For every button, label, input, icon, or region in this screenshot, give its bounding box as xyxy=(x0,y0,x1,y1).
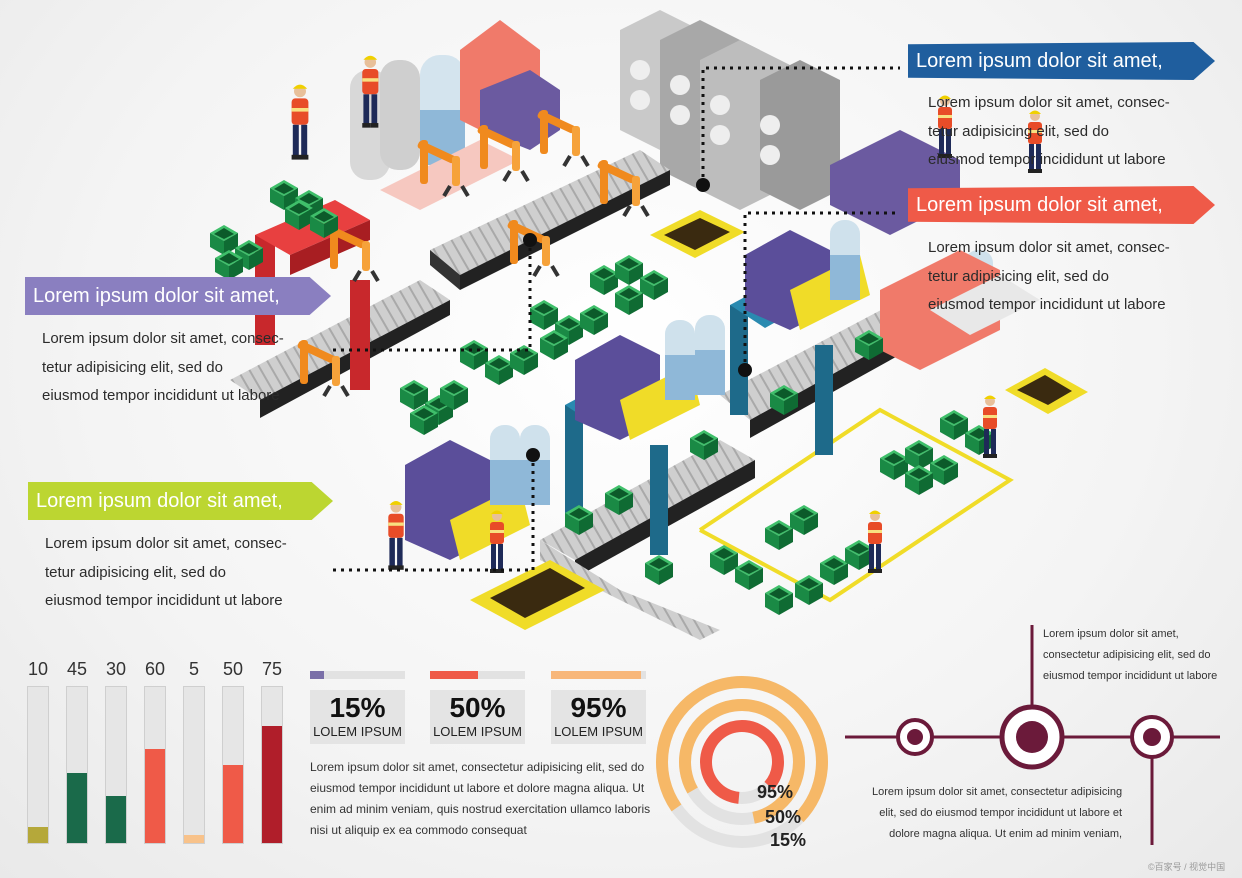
callout-line: Lorem ipsum dolor sit amet, consec- xyxy=(928,94,1170,111)
bar-value-label: 75 xyxy=(261,659,283,679)
bar-track xyxy=(183,686,205,844)
bar-fill xyxy=(67,772,87,843)
stat-label: LOLEM IPSUM xyxy=(433,724,522,739)
bar-track xyxy=(27,686,49,844)
callout-low-left-title: Lorem ipsum dolor sit amet, xyxy=(36,490,283,512)
bar-fill xyxy=(145,749,165,843)
bar-value-label: 45 xyxy=(66,659,88,679)
stats-line: nisi ut aliquip ex ea commodo consequat xyxy=(310,823,527,837)
bar-value-label: 50 xyxy=(222,659,244,679)
bar-fill xyxy=(28,827,48,843)
stats-line: enim ad minim veniam, quis nostrud exerc… xyxy=(310,802,651,816)
timeline-line: consectetur adipisicing elit, sed do xyxy=(1043,649,1211,661)
callout-mid-right-body: Lorem ipsum dolor sit amet, consec- tetu… xyxy=(928,234,1170,320)
timeline-top-text: Lorem ipsum dolor sit amet, consectetur … xyxy=(1043,624,1217,687)
ring-arc xyxy=(656,676,828,848)
timeline-line: dolore magna aliqua. Ut enim ad minim ve… xyxy=(889,828,1123,840)
timeline-line: eiusmod tempor incididunt ut labore xyxy=(1043,670,1218,682)
callout-line: tetur adipisicing elit, sed do xyxy=(45,563,226,581)
callout-top-right-body: Lorem ipsum dolor sit amet, consec- tetu… xyxy=(928,89,1170,175)
callout-mid-left-body: Lorem ipsum dolor sit amet, consec- tetu… xyxy=(42,325,284,411)
timeline-bottom-text: Lorem ipsum dolor sit amet, consectetur … xyxy=(872,782,1122,845)
bar-fill xyxy=(106,796,126,843)
bar-value-label: 30 xyxy=(105,659,127,679)
bar-track xyxy=(105,686,127,844)
stats-line: eiusmod tempor incididunt ut labore et d… xyxy=(310,781,645,795)
bar-value-label: 60 xyxy=(144,659,166,679)
stats-paragraph: Lorem ipsum dolor sit amet, consectetur … xyxy=(310,757,650,841)
ring-label-95: 95% xyxy=(757,782,794,802)
stats-line: Lorem ipsum dolor sit amet, consectetur … xyxy=(310,760,645,774)
callout-line: Lorem ipsum dolor sit amet, consec- xyxy=(45,535,287,552)
callout-mid-right-banner: Lorem ipsum dolor sit amet, xyxy=(908,186,1215,224)
callout-line: tetur adipisicing elit, sed do xyxy=(42,358,223,376)
callout-line: eiusmod tempor incididunt ut labore xyxy=(45,592,283,609)
stat-box: 95%LOLEM IPSUM xyxy=(551,690,646,744)
stat-box: 15%LOLEM IPSUM xyxy=(310,690,405,744)
callout-mid-left-banner: Lorem ipsum dolor sit amet, xyxy=(25,277,331,315)
stat-box: 50%LOLEM IPSUM xyxy=(430,690,525,744)
callout-line: Lorem ipsum dolor sit amet, consec- xyxy=(42,330,284,347)
ring-arc xyxy=(679,699,805,825)
callout-line: eiusmod tempor incididunt ut labore xyxy=(42,387,280,404)
timeline-graphic xyxy=(845,625,1220,845)
bar-fill xyxy=(223,765,243,843)
bar-value-label: 10 xyxy=(27,659,49,679)
timeline-line: Lorem ipsum dolor sit amet, consectetur … xyxy=(872,786,1123,798)
stat-progress-track xyxy=(310,671,405,679)
stat-label: LOLEM IPSUM xyxy=(554,724,643,739)
stat-progress-fill xyxy=(551,671,642,679)
bar-track xyxy=(66,686,88,844)
stat-progress-fill xyxy=(430,671,478,679)
bar-track xyxy=(144,686,166,844)
timeline-line: Lorem ipsum dolor sit amet, xyxy=(1043,628,1179,640)
bar-value-label: 5 xyxy=(188,659,199,679)
callout-line: eiusmod tempor incididunt ut labore xyxy=(928,296,1166,313)
stat-label: LOLEM IPSUM xyxy=(313,724,402,739)
callout-low-left-banner: Lorem ipsum dolor sit amet, xyxy=(28,482,333,520)
concentric-ring-chart xyxy=(656,676,828,848)
stat-progress-fill xyxy=(310,671,325,679)
bar-fill xyxy=(262,726,282,843)
callout-mid-left-title: Lorem ipsum dolor sit amet, xyxy=(33,285,280,307)
ring-arc xyxy=(700,720,784,804)
stat-progress-track xyxy=(551,671,646,679)
callout-top-right-banner: Lorem ipsum dolor sit amet, xyxy=(908,42,1215,80)
timeline-line: elit, sed do eiusmod tempor incididunt u… xyxy=(879,807,1123,819)
ring-label-15: 15% xyxy=(770,830,807,850)
callout-line: eiusmod tempor incididunt ut labore xyxy=(928,151,1166,168)
bar-track xyxy=(261,686,283,844)
ring-label-50: 50% xyxy=(765,807,802,827)
stat-progress-track xyxy=(430,671,525,679)
bar-track xyxy=(222,686,244,844)
watermark: ©百家号 / 视觉中国 xyxy=(1148,862,1226,872)
stat-number: 95% xyxy=(570,692,627,723)
stat-number: 15% xyxy=(329,692,386,723)
stat-number: 50% xyxy=(449,692,506,723)
callout-line: Lorem ipsum dolor sit amet, consec- xyxy=(928,239,1170,256)
callout-line: tetur adipisicing elit, sed do xyxy=(928,122,1109,140)
callout-mid-right-title: Lorem ipsum dolor sit amet, xyxy=(916,194,1163,216)
callout-low-left-body: Lorem ipsum dolor sit amet, consec- tetu… xyxy=(45,530,287,616)
callout-top-right-title: Lorem ipsum dolor sit amet, xyxy=(916,50,1163,72)
bar-fill xyxy=(184,835,204,843)
callout-line: tetur adipisicing elit, sed do xyxy=(928,267,1109,285)
